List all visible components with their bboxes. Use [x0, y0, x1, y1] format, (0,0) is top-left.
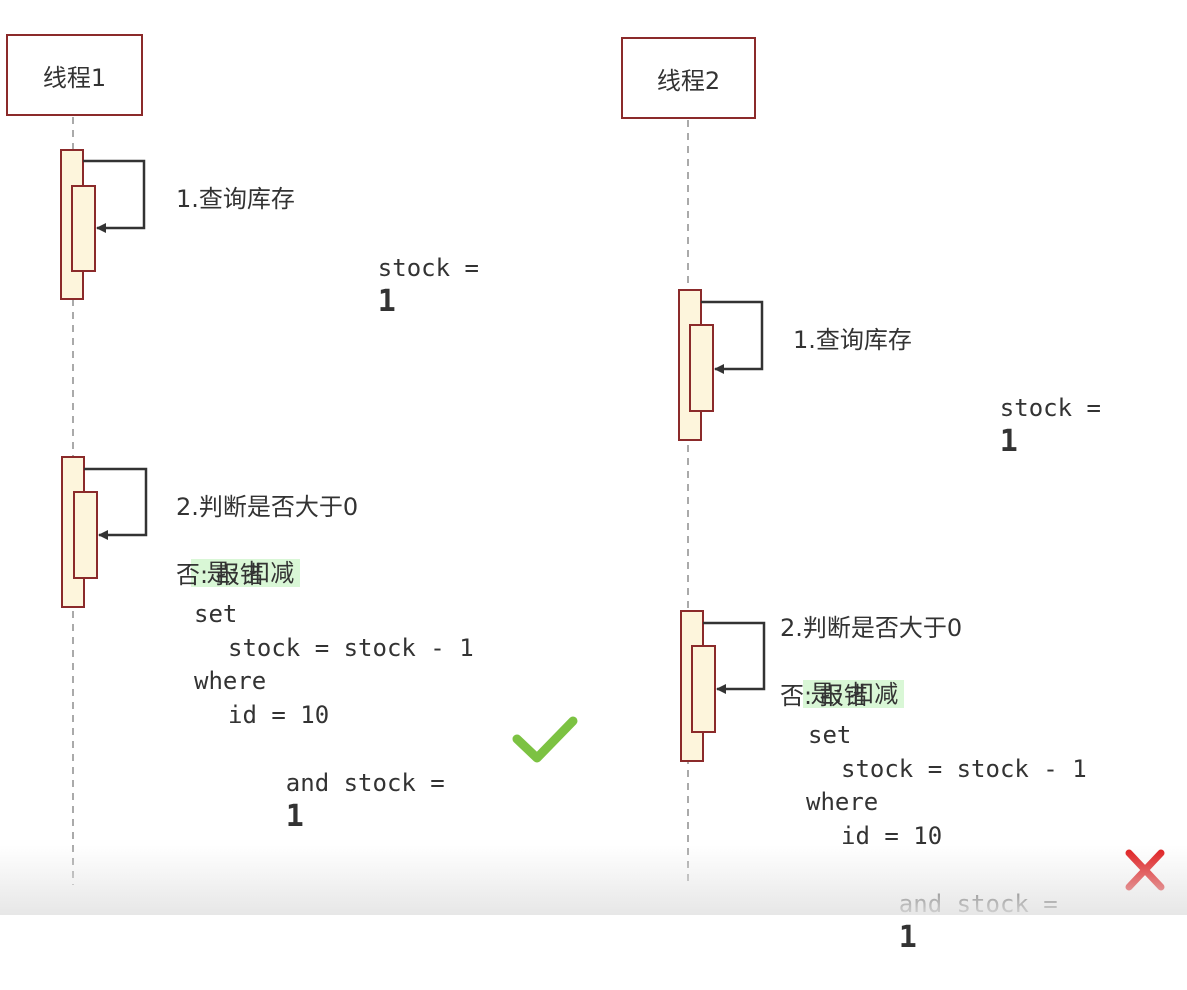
thread-1-sql-id: id = 10 [228, 701, 330, 729]
thread-1-header: 线程1 [6, 34, 143, 116]
stock-label: stock = [999, 394, 1101, 422]
and-stock-label: and stock = [898, 890, 1058, 918]
activation-thread-1-query [60, 149, 146, 300]
thread-2-query-stock: stock = 1 [942, 357, 1101, 494]
thread-2-header: 线程2 [621, 37, 756, 119]
thread-2-sql-where: where [806, 788, 879, 816]
thread-1-sql-where: where [194, 667, 267, 695]
check-icon [512, 716, 578, 763]
thread-2-sql-id: id = 10 [841, 822, 943, 850]
activation-thread-1-check [61, 456, 148, 608]
and-stock-value: 1 [898, 920, 917, 955]
thread-1-sql-assign: stock = stock - 1 [228, 634, 474, 662]
stock-label: stock = [377, 254, 479, 282]
yes-highlight: 是: 扣减 [190, 559, 301, 587]
activation-thread-2-check [680, 610, 766, 762]
thread-2-sql-and: and stock = 1 [841, 853, 1058, 990]
stock-value: 1 [999, 424, 1018, 459]
thread-2-sql-set: set [808, 721, 852, 749]
thread-1-check-title: 2.判断是否大于0 [176, 493, 359, 521]
thread-1-sql-set: set [194, 600, 238, 628]
thread-2-sql-assign: stock = stock - 1 [841, 755, 1087, 783]
thread-1-no-line: 否: 报错 [176, 561, 264, 589]
thread-2-yes-line: 是: 扣减 [772, 643, 905, 745]
thread-2-check-title: 2.判断是否大于0 [780, 614, 963, 642]
thread-2-query-title: 1.查询库存 [793, 326, 912, 354]
sequence-diagram: 线程1 线程2 1.查询库存 stock = 1 2.判断是否大于0 是: 扣减… [0, 34, 1187, 955]
thread-1-sql-and: and stock = 1 [228, 732, 445, 869]
stock-value: 1 [377, 284, 396, 319]
yes-highlight: 是: 扣减 [802, 680, 905, 708]
thread-2-no-line: 否: 报错 [780, 682, 868, 710]
thread-1-query-stock: stock = 1 [320, 217, 479, 354]
and-stock-label: and stock = [285, 769, 445, 797]
thread-1-yes-line: 是: 扣减 [160, 522, 301, 624]
and-stock-value: 1 [285, 799, 304, 834]
activation-thread-2-query [678, 289, 764, 441]
cross-icon [1125, 849, 1165, 891]
thread-1-query-title: 1.查询库存 [176, 185, 295, 213]
